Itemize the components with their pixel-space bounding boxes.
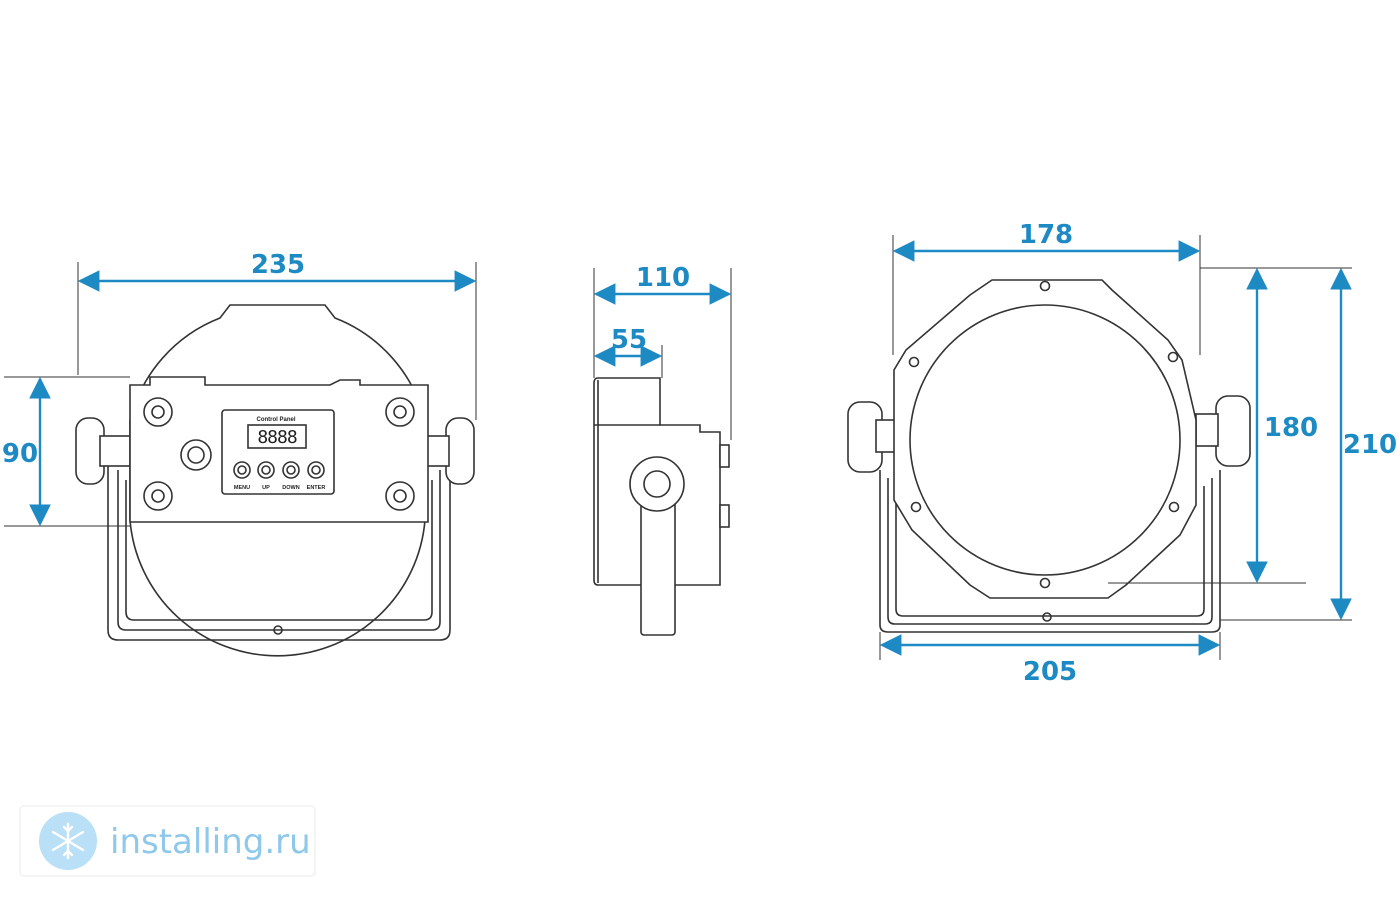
watermark-text: installing.ru — [110, 822, 311, 862]
panel-button-menu — [233, 461, 251, 479]
front-knob-right — [1215, 395, 1251, 467]
side-view — [593, 377, 730, 636]
control-panel-title: Control Panel — [256, 417, 295, 423]
panel-label-up: UP — [262, 485, 270, 491]
front-dimensions — [879, 235, 1352, 660]
front-lens — [909, 304, 1181, 576]
rear-screw — [143, 481, 173, 511]
dim-label-235: 235 — [251, 250, 305, 280]
snowflake-icon — [39, 812, 97, 870]
dim-label-178: 178 — [1019, 220, 1073, 250]
dim-label-180: 180 — [1264, 413, 1318, 443]
rear-socket — [180, 439, 212, 471]
rear-dimensions — [4, 262, 477, 527]
front-frame-outline — [893, 279, 1197, 599]
led-display — [247, 424, 307, 449]
rear-knob-right — [445, 417, 475, 485]
rear-view — [75, 304, 475, 657]
dim-label-205: 205 — [1023, 657, 1077, 687]
front-view — [847, 279, 1251, 633]
panel-label-down: DOWN — [282, 485, 299, 491]
dim-label-90: 90 — [2, 439, 38, 469]
panel-label-menu: MENU — [234, 485, 250, 491]
panel-button-down — [282, 461, 300, 479]
dim-label-55: 55 — [611, 325, 647, 355]
rear-bracket — [107, 455, 451, 641]
front-bracket — [879, 470, 1221, 633]
rear-screw — [143, 397, 173, 427]
panel-button-up — [257, 461, 275, 479]
rear-screw — [385, 397, 415, 427]
rear-screw — [385, 481, 415, 511]
panel-button-enter — [307, 461, 325, 479]
watermark: installing.ru — [19, 805, 316, 877]
side-dimensions — [593, 268, 732, 440]
dim-label-110: 110 — [636, 263, 690, 293]
dim-label-210: 210 — [1343, 430, 1397, 460]
led-display-digits: 8888 — [257, 427, 297, 448]
panel-label-enter: ENTER — [307, 485, 326, 491]
